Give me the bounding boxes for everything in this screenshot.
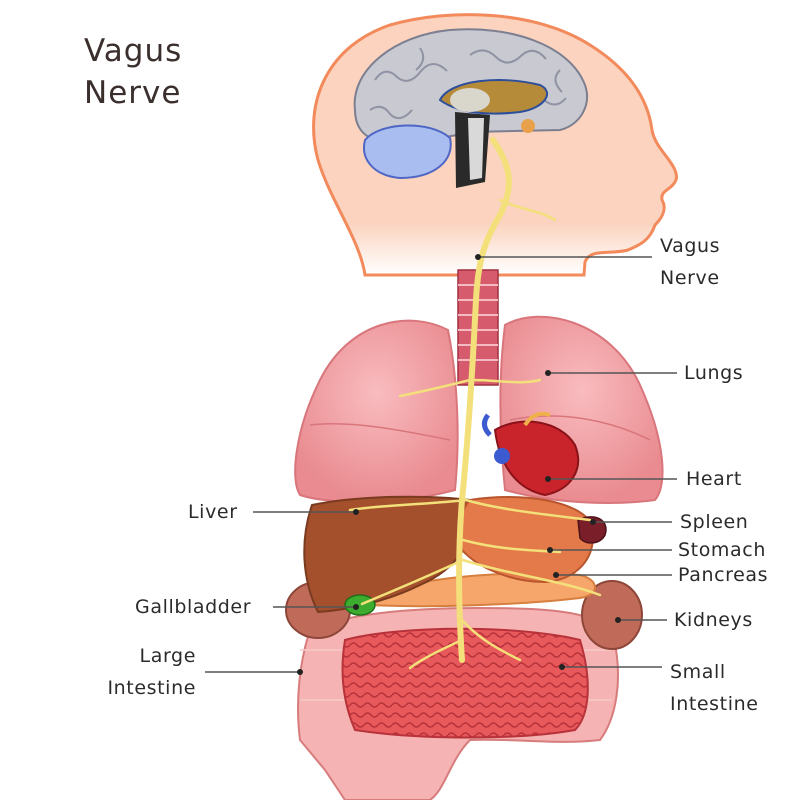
label-large-intestine-line-2: Intestine [90, 672, 196, 704]
label-small-intestine-line-1: Small [670, 656, 759, 688]
label-liver: Liver [188, 496, 238, 528]
label-small-intestine-line-2: Intestine [670, 688, 759, 720]
label-small-intestine: Small Intestine [670, 656, 759, 720]
diagram-title: Vagus Nerve [84, 30, 182, 114]
label-large-intestine: Large Intestine [90, 640, 196, 704]
label-kidneys: Kidneys [674, 604, 753, 636]
stomach [460, 497, 593, 582]
label-vagus-nerve: Vagus Nerve [660, 230, 720, 294]
label-vagus-nerve-line-2: Nerve [660, 262, 720, 294]
small-intestine [342, 629, 587, 738]
left-lung [295, 321, 457, 502]
gallbladder [345, 595, 375, 615]
title-line-2: Nerve [84, 72, 182, 114]
label-large-intestine-line-1: Large [90, 640, 196, 672]
label-vagus-nerve-line-1: Vagus [660, 230, 720, 262]
label-heart: Heart [686, 463, 742, 495]
label-lungs: Lungs [684, 357, 743, 389]
label-gallbladder: Gallbladder [135, 591, 251, 623]
label-pancreas: Pancreas [678, 559, 768, 591]
title-line-1: Vagus [84, 30, 182, 72]
